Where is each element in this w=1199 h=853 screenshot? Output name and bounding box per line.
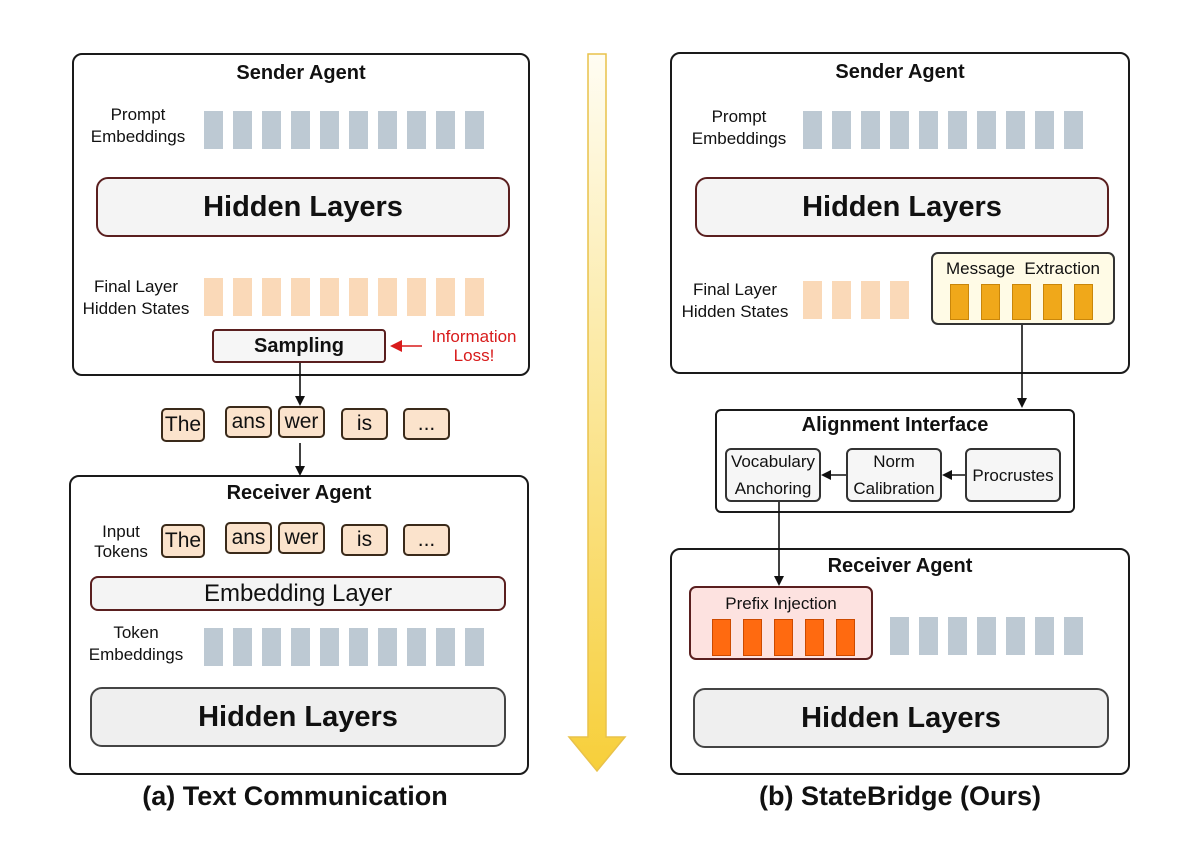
prefix-injection-box: Prefix Injection [689,586,873,660]
right-caption: (b) StateBridge (Ours) [758,781,1041,811]
token-is: is [341,408,388,440]
norm-calibration-box: Norm Calibration [846,448,942,502]
token-embeddings-label: Token Embeddings [88,623,184,664]
input-token-ellipsis: ... [403,524,450,556]
input-token-is: is [341,524,388,556]
right-sender-hidden-layers: Hidden Layers [695,177,1109,237]
right-prompt-embeddings [803,111,1093,149]
prefix-injection-label: Prefix Injection [725,594,837,613]
left-receiver-title: Receiver Agent [226,482,372,504]
right-receiver-title: Receiver Agent [827,555,973,577]
alignment-title: Alignment Interface [801,414,989,436]
information-loss-label: Information Loss! [431,327,517,365]
vocabulary-anchoring-box: Vocabulary Anchoring [725,448,821,502]
left-sender-hidden-layers: Hidden Layers [96,177,510,237]
embedding-layer: Embedding Layer [90,576,506,611]
input-token-the: The [161,524,205,558]
right-final-hidden-states [803,281,919,319]
left-receiver-hidden-layers: Hidden Layers [90,687,506,747]
left-final-label: Final Layer Hidden States [82,277,190,318]
input-token-wer: wer [278,522,325,554]
right-token-embeddings [890,617,1093,655]
left-prompt-label: Prompt Embeddings [90,105,186,146]
sampling-box: Sampling [212,329,386,363]
token-wer: wer [278,406,325,438]
token-ans: ans [225,406,272,438]
message-extraction-box: Message Extraction [931,252,1115,325]
right-prompt-label: Prompt Embeddings [691,107,787,148]
prefix-bars [712,619,855,656]
right-sender-title: Sender Agent [835,61,965,83]
right-receiver-hidden-layers: Hidden Layers [693,688,1109,748]
left-sender-title: Sender Agent [236,62,366,84]
right-final-label: Final Layer Hidden States [681,280,789,321]
procrustes-box: Procrustes [965,448,1061,502]
token-ellipsis: ... [403,408,450,440]
message-bars [950,284,1093,320]
left-caption: (a) Text Communication [142,781,448,811]
input-tokens-label: Input Tokens [94,522,148,561]
left-prompt-embeddings [204,111,494,149]
input-token-ans: ans [225,522,272,554]
left-final-hidden-states [204,278,494,316]
left-token-embeddings [204,628,494,666]
token-the: The [161,408,205,442]
message-extraction-label: Message Extraction [945,259,1100,278]
